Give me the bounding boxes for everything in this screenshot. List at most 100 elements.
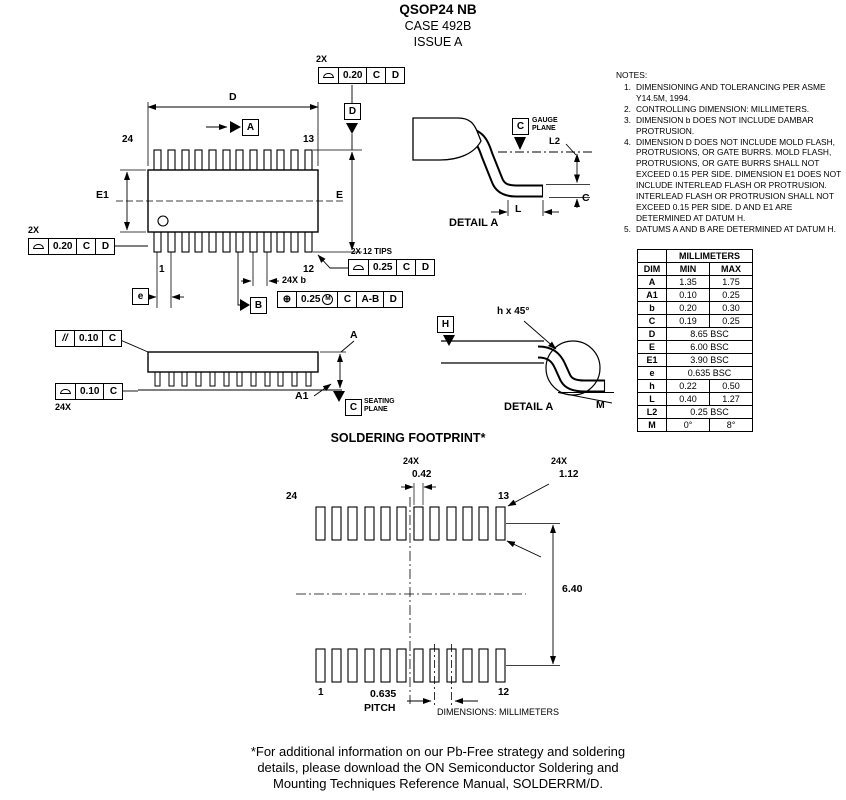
footprint-pin-12: 12 [498, 687, 510, 698]
fcf-position-ref1: C [338, 292, 358, 307]
seating-plane-label: SEATING PLANE [364, 398, 395, 414]
dim-c-label: C [582, 192, 590, 204]
note-text: CONTROLLING DIMENSION: MILLIMETERS. [636, 103, 810, 114]
col-min: MIN [666, 262, 710, 276]
footprint-val-042: 0.42 [412, 469, 432, 480]
note-item: 3. DIMENSION b DOES NOT INCLUDE DAMBAR P… [616, 115, 842, 137]
mmc-modifier-icon: M [322, 294, 334, 305]
dimension-table: MILLIMETERS DIM MIN MAX A 1.35 1.75 A1 0… [637, 249, 753, 432]
footprint-pin-24: 24 [286, 491, 298, 502]
note-item: 4. DIMENSION D DOES NOT INCLUDE MOLD FLA… [616, 137, 842, 224]
note-number: 3. [624, 114, 631, 125]
fcf-left-ref1: C [77, 239, 97, 254]
parallelism-icon: // [56, 331, 75, 346]
profile-of-line-icon [33, 243, 44, 250]
detail-a-upper [412, 117, 544, 198]
footprint-pitch-word: PITCH [364, 702, 396, 714]
cell-min: 0.10 [666, 288, 710, 302]
title-block: QSOP24 NB CASE 492B ISSUE A [30, 2, 846, 50]
table-row: D 8.65 BSC [637, 327, 753, 341]
profile-of-line-icon-cell [319, 68, 339, 83]
cell-dim: E [637, 340, 667, 354]
side-view-dimension-lines [117, 338, 355, 397]
datum-a-flag: A [242, 119, 259, 136]
cell-max: 0.50 [709, 379, 753, 393]
dim-e1-label: E1 [96, 189, 109, 201]
fcf-tips: 0.25 C D [348, 259, 436, 276]
footprint-qty-112: 24X [551, 456, 568, 466]
profile-of-line-icon-cell [349, 260, 369, 275]
profile-of-line-icon [323, 72, 334, 79]
footprint-span-640: 6.40 [562, 583, 583, 595]
profile-of-line-icon [353, 264, 364, 271]
chamfer-h45-label: h x 45° [497, 306, 530, 317]
cell-min: 0° [666, 418, 710, 432]
datum-c-gauge-flag: C [512, 118, 529, 135]
table-row: M 0° 8° [637, 418, 753, 432]
fcf-position-ref3: D [389, 293, 397, 305]
cell-min: 0.22 [666, 379, 710, 393]
fcf-profile-24x: 0.10 C [55, 383, 124, 400]
pin-12-label: 12 [303, 264, 315, 275]
profile-of-line-icon [60, 388, 71, 395]
profile-of-line-icon-cell [56, 384, 76, 399]
table-units-row: MILLIMETERS [637, 249, 753, 263]
cell-dim: L [637, 392, 667, 406]
fcf-profile-qty: 24X [55, 402, 72, 412]
issue-label: ISSUE A [413, 35, 463, 49]
cell-dim: b [637, 301, 667, 315]
fcf-parallel-ref1: C [108, 332, 117, 344]
cell-max: 1.27 [709, 392, 753, 406]
note-number: 4. [624, 136, 631, 147]
footprint-pitch-value: 0.635 [370, 688, 397, 700]
dim-a1-label: A1 [295, 390, 309, 402]
cell-dim: L2 [637, 405, 667, 419]
note-number: 1. [624, 81, 631, 92]
footprint-pin-13: 13 [498, 491, 510, 502]
fcf-parallel-tol: 0.10 [75, 331, 104, 346]
fcf-parallelism: // 0.10 C [55, 330, 123, 347]
fcf-position-tol-value: 0.25 [301, 293, 321, 305]
datum-b-flag: B [250, 297, 267, 314]
table-row: A1 0.10 0.25 [637, 288, 753, 302]
fcf-left: 0.20 C D [28, 238, 116, 255]
footer-line: *For additional information on our Pb-Fr… [250, 744, 626, 759]
cell-dim: C [637, 314, 667, 328]
case-number: CASE 492B [404, 19, 472, 33]
cell-max: 0.25 [709, 288, 753, 302]
footer-line: Mounting Techniques Reference Manual, SO… [273, 776, 603, 791]
footprint-dimension-lines [296, 483, 560, 706]
side-view [138, 351, 342, 391]
fcf-top-ref2: D [391, 69, 400, 81]
fcf-top: 0.20 C D [318, 67, 406, 84]
detail-a-upper-dims [491, 143, 592, 216]
table-row: L 0.40 1.27 [637, 392, 753, 406]
footer-note: *For additional information on our Pb-Fr… [158, 744, 718, 792]
cell-bsc: 8.65 BSC [666, 327, 753, 341]
dim-l-label: L [515, 203, 522, 215]
fcf-left-qty: 2X [28, 225, 40, 235]
cell-dim: M [637, 418, 667, 432]
cell-bsc: 0.635 BSC [666, 366, 753, 380]
fcf-position-ref2: A-B [357, 292, 385, 307]
gauge-plane-label: GAUGE PLANE [532, 117, 558, 133]
cell-dim: A1 [637, 288, 667, 302]
datum-triangles [230, 121, 526, 402]
note-item: 2. CONTROLLING DIMENSION: MILLIMETERS. [616, 104, 842, 115]
table-row: C 0.19 0.25 [637, 314, 753, 328]
dim-l2-label: L2 [549, 136, 561, 147]
angle-m-label: M [596, 399, 605, 411]
table-row: h 0.22 0.50 [637, 379, 753, 393]
table-header-row: DIM MIN MAX [637, 262, 753, 276]
table-row: E 6.00 BSC [637, 340, 753, 354]
footer-line: details, please download the ON Semicond… [257, 760, 619, 775]
fcf-tips-tol: 0.25 [369, 260, 398, 275]
datum-c-seating-flag: C [345, 399, 362, 416]
soldering-footprint-title: SOLDERING FOOTPRINT* [330, 431, 486, 445]
position-icon-cell: ⊕ [278, 292, 297, 307]
fcf-top-ref1: C [367, 68, 387, 83]
note-number: 2. [624, 103, 631, 114]
detail-a-lower [441, 320, 614, 404]
cell-dim: e [637, 366, 667, 380]
